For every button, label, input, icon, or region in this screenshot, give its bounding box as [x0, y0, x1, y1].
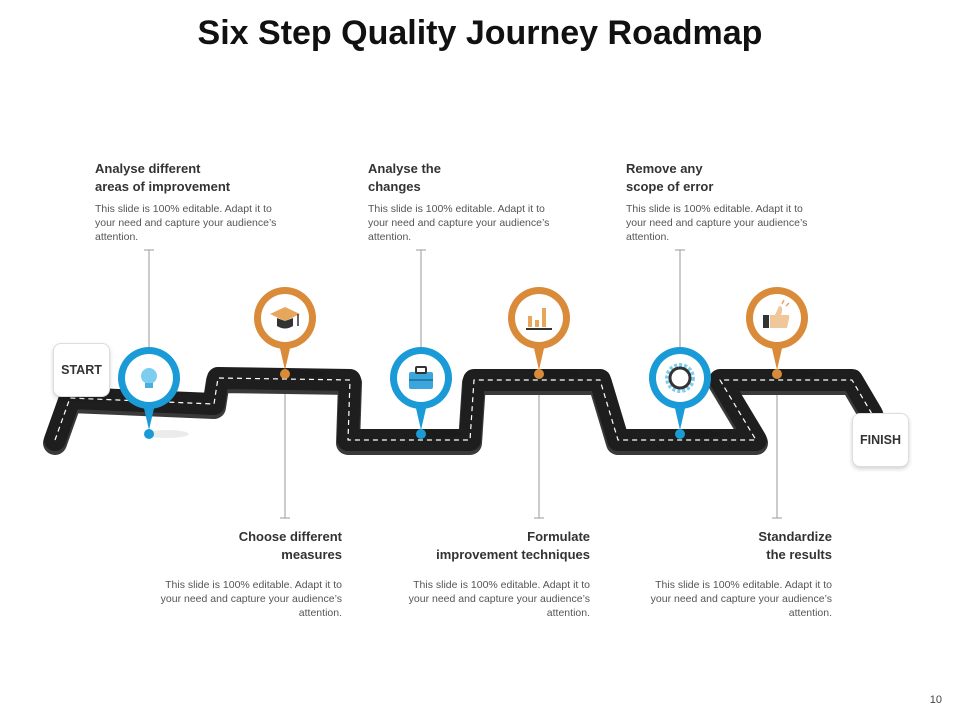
- step-1-title: Analyse different areas of improvement: [95, 161, 231, 194]
- step-6-description: This slide is 100% editable. Adapt it to…: [650, 579, 832, 619]
- step-4-text: Formulate improvement techniques This sl…: [400, 528, 590, 620]
- step-3-marker: [390, 347, 461, 439]
- step-3-title: Analyse the changes: [368, 161, 441, 194]
- step-4-marker: [508, 287, 579, 379]
- step-3-description: This slide is 100% editable. Adapt it to…: [368, 203, 550, 243]
- slide-title: Six Step Quality Journey Roadmap: [197, 14, 763, 52]
- step-3-text: Analyse the changes This slide is 100% e…: [368, 160, 558, 244]
- step-6-marker: [746, 287, 817, 379]
- bar-chart-icon: [526, 308, 552, 330]
- step-2-marker: [254, 287, 325, 379]
- connector-lines: [144, 249, 782, 519]
- step-1-description: This slide is 100% editable. Adapt it to…: [95, 203, 277, 243]
- step-2-description: This slide is 100% editable. Adapt it to…: [160, 579, 342, 619]
- graduation-cap-icon: [270, 307, 300, 329]
- step-1-text: Analyse different areas of improvement T…: [95, 160, 285, 244]
- start-label: START: [53, 343, 110, 397]
- step-4-description: This slide is 100% editable. Adapt it to…: [408, 579, 590, 619]
- step-6-title: Standardize the results: [758, 529, 832, 562]
- step-5-title: Remove any scope of error: [626, 161, 714, 194]
- lightbulb-icon: [141, 368, 157, 388]
- step-2-text: Choose different measures This slide is …: [152, 528, 342, 620]
- step-5-text: Remove any scope of error This slide is …: [626, 160, 816, 244]
- road-path: [43, 367, 884, 455]
- step-1-marker: [118, 347, 189, 439]
- thumbs-up-icon: [763, 299, 790, 328]
- step-5-description: This slide is 100% editable. Adapt it to…: [626, 203, 808, 243]
- step-6-text: Standardize the results This slide is 10…: [642, 528, 832, 620]
- step-5-marker: [649, 347, 720, 439]
- step-2-title: Choose different measures: [238, 529, 342, 562]
- briefcase-icon: [409, 366, 433, 389]
- gear-icon: [665, 363, 695, 393]
- finish-label: FINISH: [852, 413, 909, 467]
- page-number: 10: [929, 694, 942, 706]
- step-4-title: Formulate improvement techniques: [436, 529, 590, 562]
